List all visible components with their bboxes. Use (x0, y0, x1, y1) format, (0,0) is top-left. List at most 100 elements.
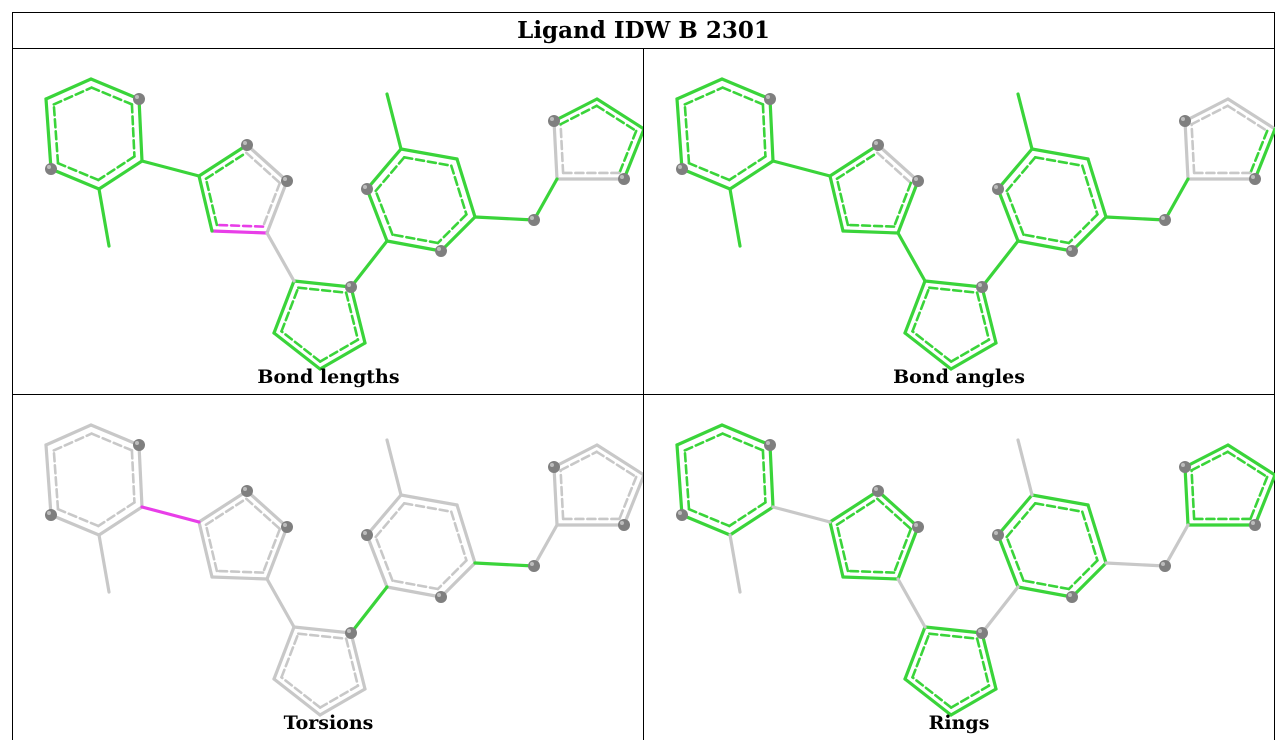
bond (245, 489, 289, 529)
atom-highlight (620, 175, 624, 179)
bond-inner-dash (1190, 450, 1230, 472)
bond (896, 525, 920, 581)
bond (140, 159, 201, 178)
atom-highlight (1161, 562, 1165, 566)
bond (399, 493, 459, 507)
bond-inner-dash (344, 291, 360, 342)
molecule-bond-lengths (44, 77, 644, 371)
bond-inner-dash (559, 468, 565, 521)
bond (949, 687, 998, 717)
bond (552, 119, 559, 181)
bond (841, 229, 900, 235)
bond (365, 187, 389, 243)
bond-inner-dash (1190, 122, 1196, 175)
bond (1016, 438, 1034, 497)
bond (680, 167, 732, 191)
bond-inner-dash (1080, 164, 1099, 216)
atom-highlight (1181, 463, 1185, 467)
atom-highlight (678, 165, 682, 169)
bond-inner-dash (215, 569, 265, 574)
bond-inner-dash (559, 450, 599, 472)
bond (1016, 585, 1074, 599)
atom-sphere (992, 529, 1004, 541)
bond (1226, 97, 1275, 131)
bond (318, 341, 367, 371)
bond (728, 533, 742, 594)
bond (210, 229, 269, 235)
bond (552, 97, 599, 123)
bond-inner-dash (1249, 129, 1269, 175)
atom-sphere (764, 439, 776, 451)
bond-inner-dash (595, 450, 638, 479)
atom-highlight (978, 283, 982, 287)
bond-inner-dash (595, 104, 638, 133)
bond-inner-dash (761, 449, 767, 504)
bond (1030, 493, 1090, 507)
bond (349, 631, 367, 691)
bond-inner-dash (1022, 579, 1071, 591)
ligand-title: Ligand IDW B 2301 (12, 12, 1275, 48)
atom-highlight (47, 511, 51, 515)
atom-sphere (345, 627, 357, 639)
bond (272, 279, 296, 335)
atom-sphere (976, 627, 988, 639)
bond-inner-dash (1190, 468, 1196, 521)
bond (292, 279, 353, 289)
bond (140, 505, 201, 524)
atom-highlight (766, 441, 770, 445)
bond (1030, 147, 1090, 161)
bond-inner-dash (56, 161, 100, 182)
bond-inner-dash (835, 497, 879, 527)
bond-inner-dash (436, 559, 468, 591)
bond-inner-dash (374, 156, 406, 193)
bond (771, 505, 832, 524)
bond-inner-dash (52, 449, 60, 511)
caption-bond-angles: Bond angles (893, 366, 1025, 388)
atom-highlight (243, 141, 247, 145)
atom-highlight (283, 177, 287, 181)
bond (137, 443, 144, 509)
atom-highlight (914, 523, 918, 527)
bond-inner-dash (618, 129, 638, 175)
bond-inner-dash (204, 523, 219, 573)
bond (1163, 523, 1190, 568)
bond (97, 533, 111, 594)
bond (1183, 97, 1230, 123)
atom-highlight (978, 629, 982, 633)
bond-inner-dash (52, 432, 93, 452)
atom-sphere (976, 281, 988, 293)
panel-rings: Rings (643, 394, 1275, 740)
bond-inner-dash (846, 223, 896, 228)
bond-inner-dash (204, 497, 248, 527)
bond (385, 92, 403, 151)
bond (272, 677, 322, 717)
bond (949, 341, 998, 371)
molecule-bond-angles (675, 77, 1275, 371)
atom-highlight (283, 523, 287, 527)
bond-inner-dash (683, 432, 724, 452)
bond-inner-dash (90, 86, 134, 106)
bond (1226, 443, 1275, 477)
atom-sphere (676, 509, 688, 521)
bond-inner-dash (261, 181, 282, 228)
atom-sphere (1159, 214, 1171, 226)
bond (532, 523, 559, 568)
bond-inner-dash (975, 637, 991, 688)
bond (197, 174, 214, 233)
bond (349, 285, 367, 345)
bond-inner-dash (927, 632, 979, 640)
caption-rings: Rings (928, 712, 990, 734)
bond (595, 97, 644, 131)
bond (399, 147, 459, 161)
bond-inner-dash (911, 330, 953, 363)
bond (980, 631, 998, 691)
bond (385, 438, 403, 497)
bond-inner-dash (204, 177, 219, 227)
bond-inner-dash (318, 338, 360, 363)
bond-inner-dash (721, 86, 765, 106)
bond (980, 239, 1020, 289)
bond (473, 215, 536, 222)
bond (903, 625, 927, 681)
atom-highlight (678, 511, 682, 515)
bond (622, 473, 644, 527)
